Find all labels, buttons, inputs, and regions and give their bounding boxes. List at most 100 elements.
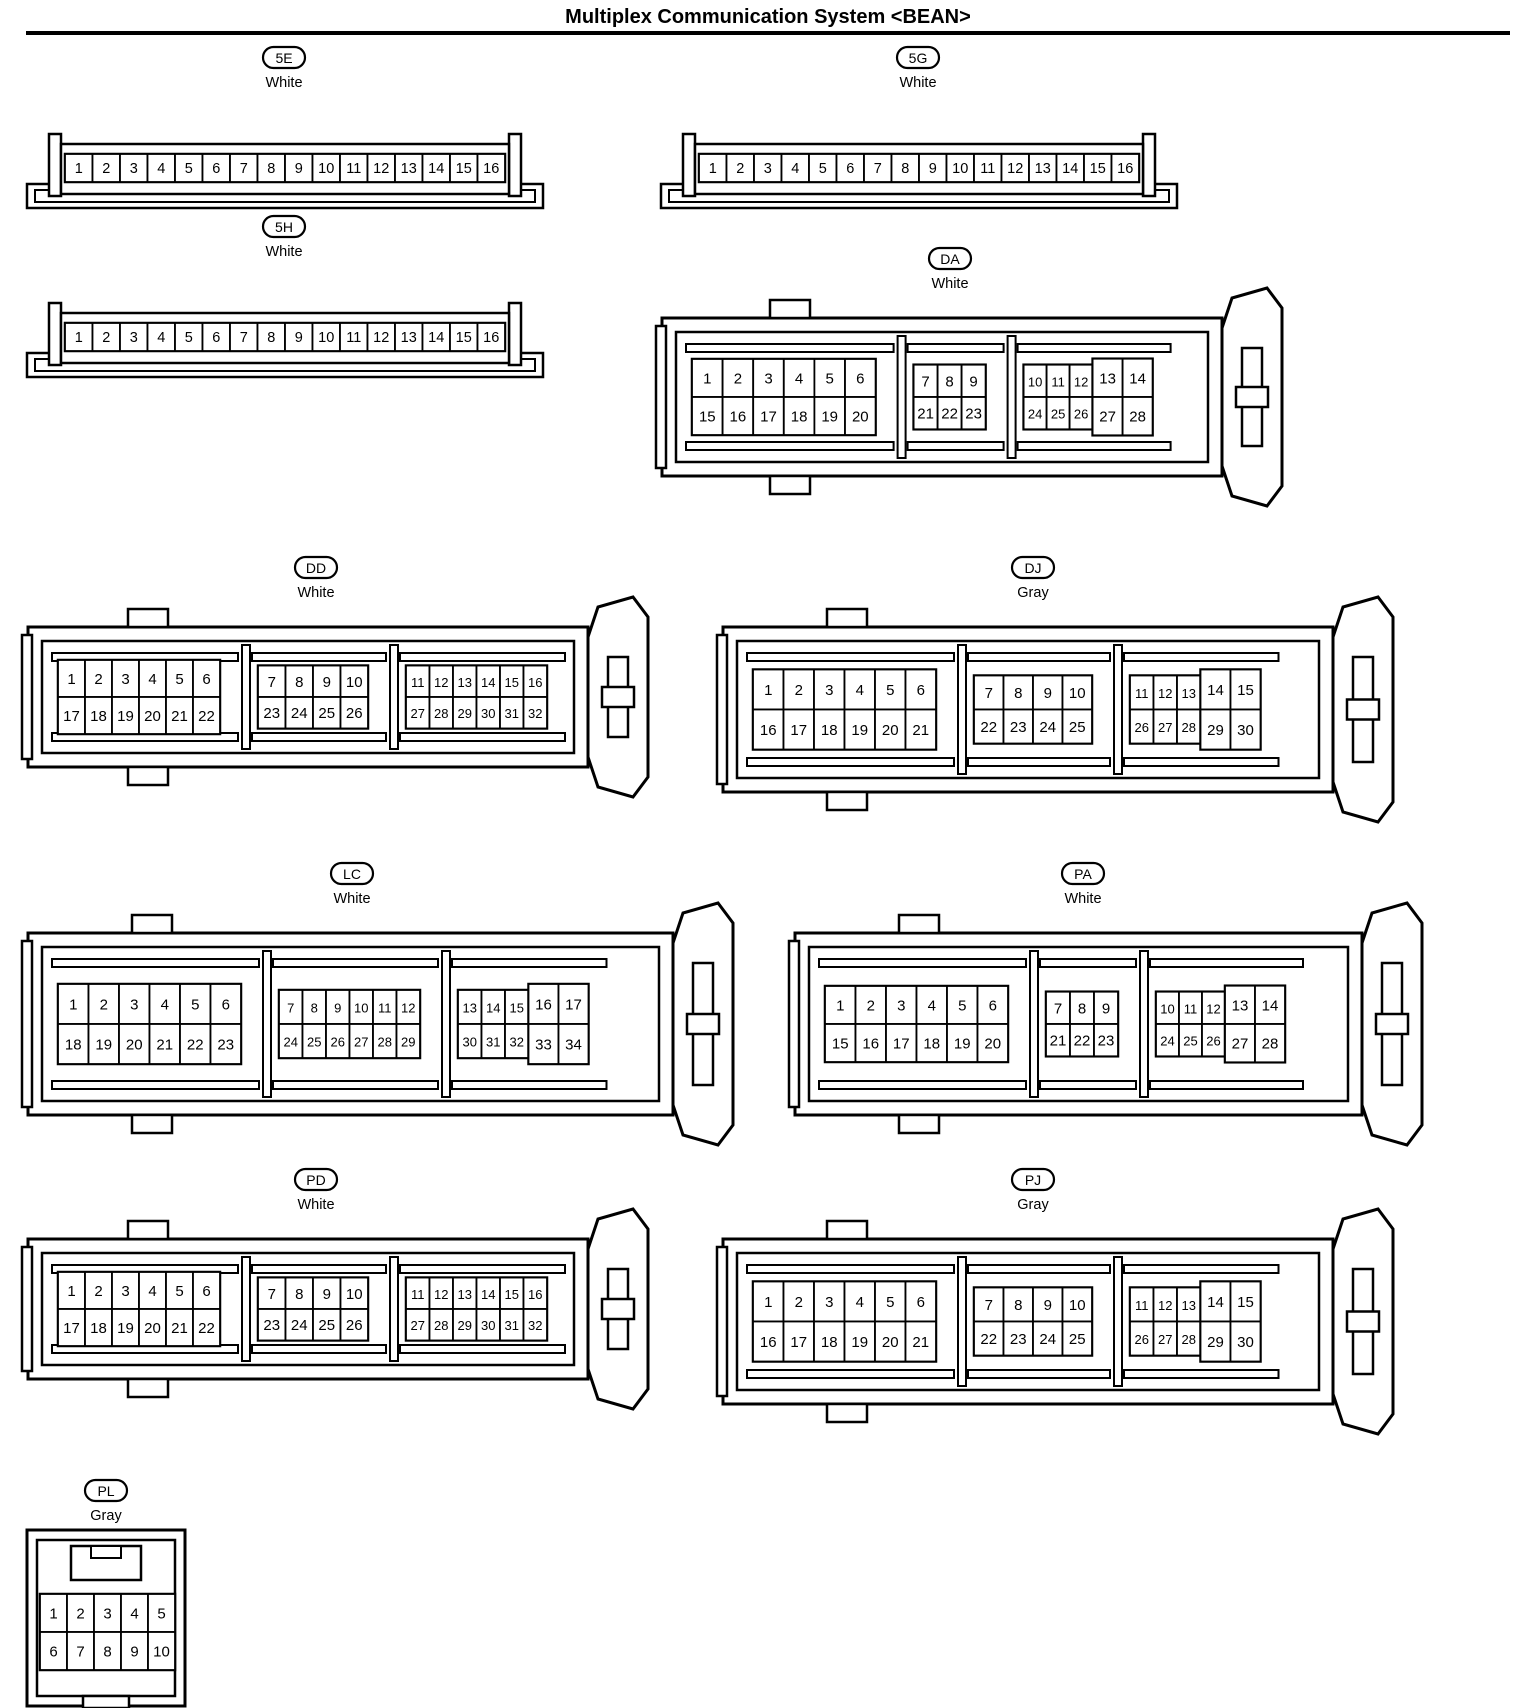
pin-cell	[394, 153, 424, 183]
pin-number: 29	[458, 1318, 472, 1333]
pin-number: 19	[821, 409, 838, 426]
pin-number: 5	[175, 1283, 183, 1300]
pin-number: 10	[952, 161, 968, 177]
pin-cell	[782, 358, 816, 398]
pin-number: 9	[334, 1001, 341, 1016]
pin-number: 16	[528, 675, 542, 690]
pin-number: 5	[826, 371, 834, 388]
section-divider	[241, 1256, 251, 1362]
pin-number: 1	[764, 1294, 772, 1311]
pin-number: 8	[311, 1001, 318, 1016]
pin-cell	[201, 322, 231, 352]
pin-number: 4	[795, 371, 803, 388]
connector-color: Gray	[1017, 1197, 1049, 1213]
section-rail	[746, 1264, 955, 1274]
pin-number: 17	[63, 1320, 80, 1337]
pin-number: 11	[346, 330, 361, 346]
pin-number: 13	[1035, 161, 1051, 177]
connector-end-post	[47, 132, 63, 198]
pin-cell	[973, 153, 1003, 183]
pin-cell	[119, 153, 149, 183]
pin-cell	[1091, 396, 1124, 437]
latch-tab	[825, 607, 869, 629]
pin-cell	[1199, 1280, 1232, 1323]
pin-number: 6	[222, 997, 230, 1014]
pin-number: 10	[1160, 1001, 1174, 1016]
pin-number: 2	[736, 161, 744, 177]
pin-cell	[752, 708, 785, 751]
pin-number: 10	[1069, 1297, 1086, 1314]
pin-number: 1	[836, 998, 844, 1015]
pin-cell	[976, 1023, 1009, 1063]
pin-number: 14	[481, 675, 495, 690]
pin-number: 34	[565, 1037, 582, 1054]
pin-number: 4	[130, 1606, 138, 1623]
pin-number: 18	[923, 1036, 940, 1053]
pin-cell	[1224, 984, 1256, 1025]
pin-number: 5	[819, 161, 827, 177]
housing-ear	[715, 633, 729, 786]
pin-number: 8	[945, 373, 953, 390]
pin-cell	[1002, 1286, 1034, 1323]
latch-tab	[825, 1402, 869, 1424]
pin-number: 15	[832, 1036, 849, 1053]
pin-number: 9	[1102, 1000, 1110, 1017]
pin-number: 13	[401, 330, 417, 346]
pin-number: 23	[965, 406, 982, 423]
pin-cell	[174, 153, 204, 183]
section-divider	[441, 950, 451, 1098]
pin-number: 15	[456, 330, 472, 346]
pin-number: 13	[1099, 370, 1116, 387]
pin-number: 7	[287, 1001, 294, 1016]
pin-number: 5	[157, 1606, 165, 1623]
pin-number: 19	[117, 1320, 134, 1337]
pin-number: 8	[295, 1286, 303, 1303]
pin-cell	[138, 1308, 167, 1347]
connector-id-badge	[1010, 555, 1056, 580]
pin-number: 26	[346, 1317, 363, 1334]
pin-number: 9	[929, 161, 937, 177]
pin-number: 22	[1074, 1033, 1091, 1050]
pin-number: 7	[240, 330, 248, 346]
pin-number: 16	[730, 409, 747, 426]
pin-cell	[256, 153, 286, 183]
pin-cell	[39, 1593, 68, 1633]
pin-number: 13	[458, 675, 472, 690]
pin-number: 29	[1207, 722, 1224, 739]
connector-color: White	[899, 75, 936, 91]
pin-cell	[854, 1023, 887, 1063]
pin-number: 2	[795, 682, 803, 699]
lock-tab	[90, 1545, 122, 1559]
pin-number: 2	[102, 161, 110, 177]
pin-number: 15	[505, 1287, 519, 1302]
pin-number: 4	[148, 671, 156, 688]
connector-id-badge	[83, 1478, 129, 1503]
pin-number: 5	[958, 998, 966, 1015]
section-rail	[51, 1080, 260, 1090]
pin-number: 3	[764, 161, 772, 177]
connector-id: LC	[343, 866, 361, 882]
connector-color: White	[931, 276, 968, 292]
pin-number: 18	[90, 1320, 107, 1337]
pin-number: 10	[318, 330, 334, 346]
pin-number: 9	[323, 1286, 331, 1303]
connector-color: White	[333, 891, 370, 907]
pin-number: 32	[528, 1318, 542, 1333]
pin-number: 16	[760, 722, 777, 739]
pin-number: 17	[760, 409, 777, 426]
housing-ear	[20, 1245, 34, 1373]
pin-cell	[824, 1023, 857, 1063]
section-rail	[251, 1344, 387, 1354]
pin-number: 10	[153, 1644, 170, 1661]
pin-cell	[119, 322, 149, 352]
connector-id-badge	[261, 45, 307, 70]
pin-number: 16	[535, 997, 552, 1014]
connector-id-badge	[293, 555, 339, 580]
pin-number: 17	[790, 1334, 807, 1351]
pin-number: 21	[912, 722, 929, 739]
pin-number: 5	[886, 1294, 894, 1311]
